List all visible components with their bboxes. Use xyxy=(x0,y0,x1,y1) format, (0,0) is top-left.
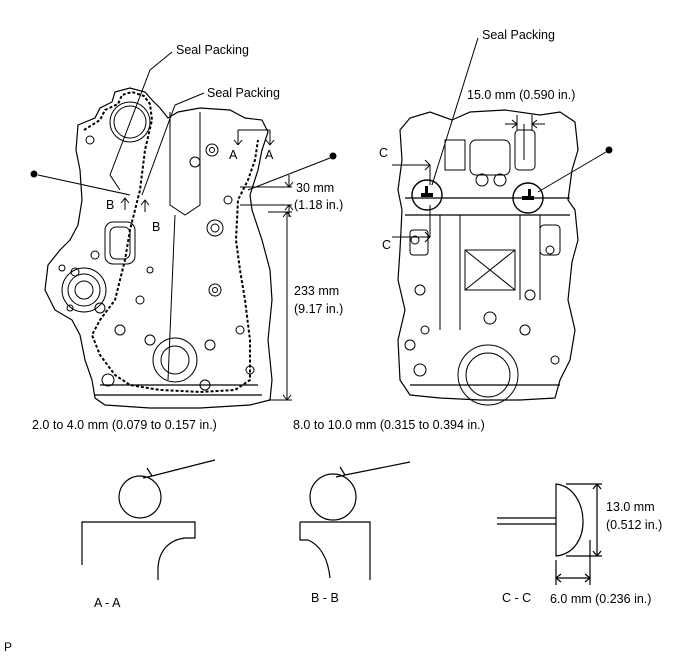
marker-a-right: A xyxy=(265,148,274,162)
seal-packing-leader-1 xyxy=(109,51,173,191)
section-cc-drawing xyxy=(497,483,602,585)
section-aa-label: A - A xyxy=(94,596,121,610)
dim-15-lines xyxy=(505,115,545,160)
dim-2-4-label: 2.0 to 4.0 mm (0.079 to 0.157 in.) xyxy=(32,418,217,432)
left-center-rib xyxy=(169,112,201,216)
right-dot-marker xyxy=(605,146,613,154)
marker-c-top: C xyxy=(379,146,389,160)
marker-a-left: A xyxy=(229,148,238,162)
right-seal-circle-1 xyxy=(411,179,443,211)
seal-packing-label-1: Seal Packing xyxy=(176,43,249,57)
seal-packing-label-3: Seal Packing xyxy=(482,28,555,42)
seal-packing-label-2: Seal Packing xyxy=(207,86,280,100)
dim-6-label: 6.0 mm (0.236 in.) xyxy=(550,592,652,606)
seal-packing-leader-2 xyxy=(141,92,205,196)
left-engine-outline xyxy=(44,87,273,409)
section-aa-drawing xyxy=(81,459,216,580)
dim-233-lines xyxy=(268,211,292,401)
left-oil-pump-bore xyxy=(152,337,198,383)
dim-30-mm-label: 30 mm xyxy=(296,181,335,195)
left-dot-marker xyxy=(30,170,38,178)
section-c-marker xyxy=(392,159,431,243)
marker-b-left: B xyxy=(106,198,115,212)
left-upper-bore xyxy=(109,101,151,143)
section-b-marker xyxy=(120,197,150,212)
marker-b-right: B xyxy=(152,220,161,234)
left-water-pump-area xyxy=(61,221,136,313)
right-block-details xyxy=(404,129,561,406)
dim-30-lines xyxy=(240,175,294,217)
dim-13-mm-label: 13.0 mm xyxy=(606,500,655,514)
dim-30-in-label: (1.18 in.) xyxy=(294,198,344,212)
section-bb-drawing xyxy=(299,461,411,580)
left-bolt-bosses xyxy=(58,135,255,391)
section-bb-label: B - B xyxy=(311,591,339,605)
dim-233-in-label: (9.17 in.) xyxy=(294,302,344,316)
seal-packing-leader-3 xyxy=(431,37,479,186)
marker-c-bottom: C xyxy=(382,238,392,252)
dim-15-label: 15.0 mm (0.590 in.) xyxy=(467,88,576,102)
dim-233-mm-label: 233 mm xyxy=(294,284,340,298)
corner-p-label: P xyxy=(4,640,13,654)
dim-8-10-label: 8.0 to 10.0 mm (0.315 to 0.394 in.) xyxy=(293,418,485,432)
section-cc-label: C - C xyxy=(502,591,532,605)
dim-13-in-label: (0.512 in.) xyxy=(606,518,663,532)
section-a-marker xyxy=(233,129,275,146)
left-dot-marker-2 xyxy=(329,152,337,160)
right-seal-circle-2 xyxy=(512,182,544,214)
